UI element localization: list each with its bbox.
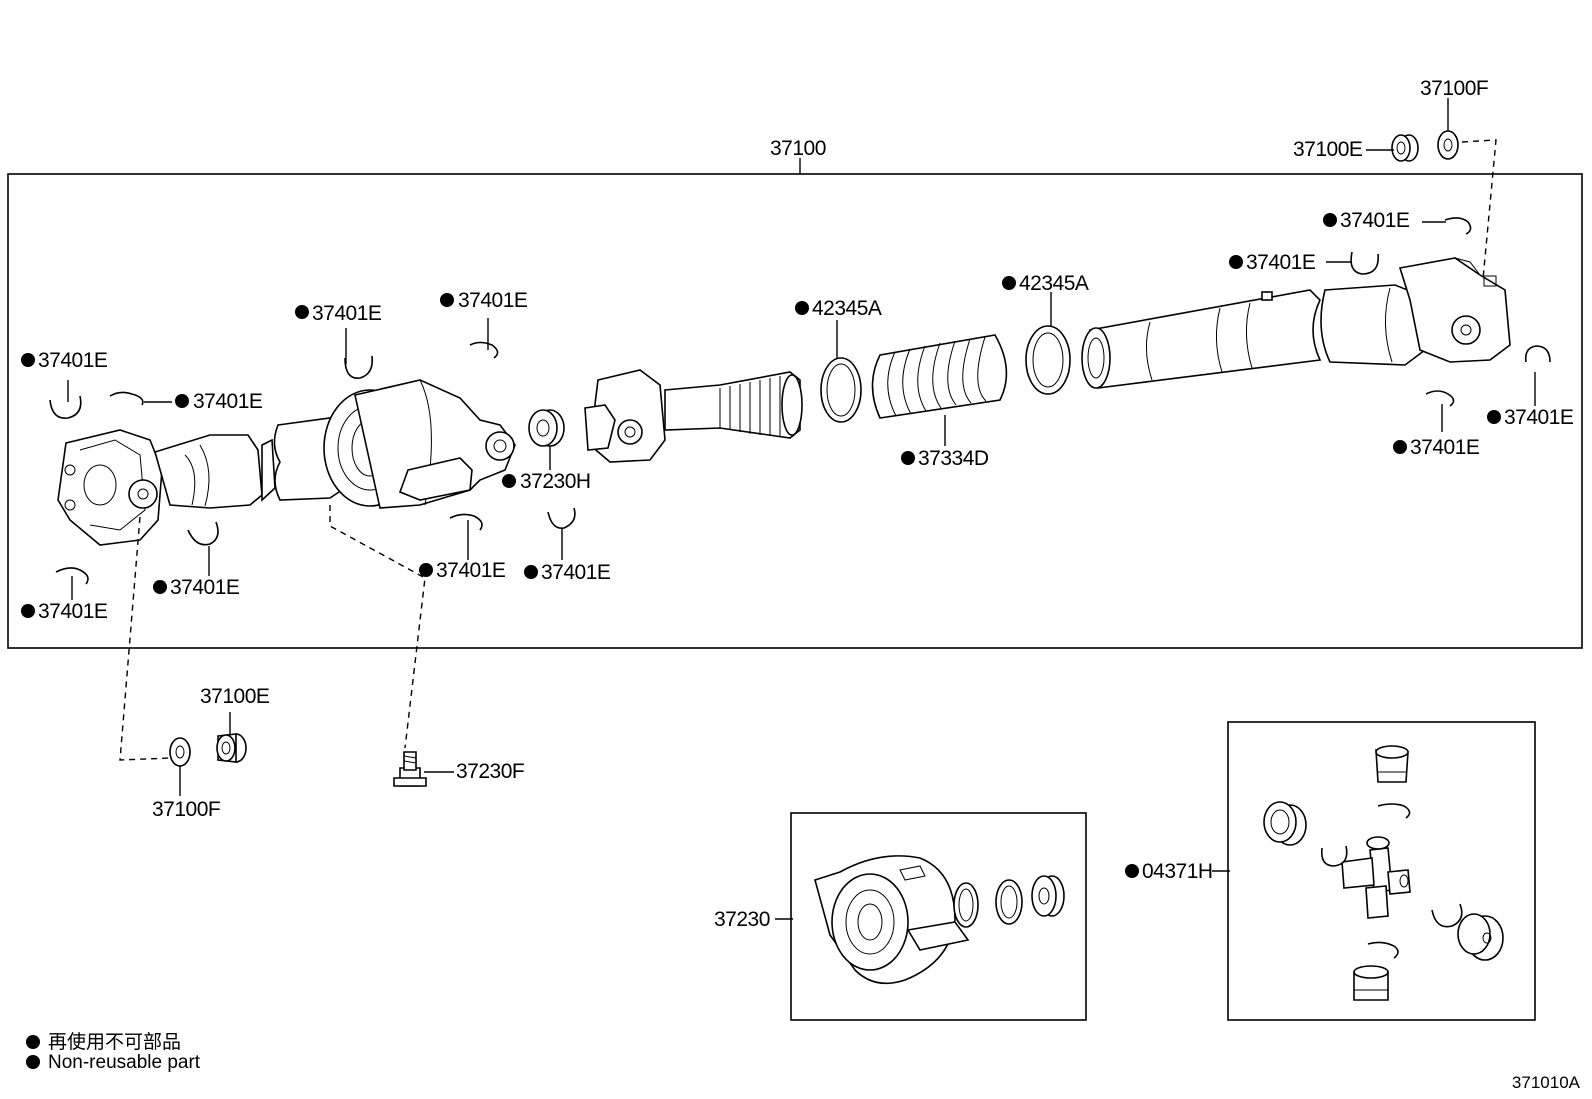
bearing-cup-icon [1457, 913, 1504, 961]
snap-ring-icon [109, 391, 144, 406]
washer-icon [169, 737, 191, 767]
bearing-cup-icon [1375, 745, 1409, 783]
snap-ring-icon [1444, 217, 1472, 235]
snap-ring-icon [1431, 903, 1463, 928]
label-washer-bottom: 37100F [152, 798, 220, 821]
label-snap-ring-9: 37401E [1340, 209, 1410, 232]
snap-ring-icon [1350, 251, 1379, 275]
snap-ring-icon [1377, 803, 1411, 819]
label-universal-joint: 04371H [1142, 860, 1213, 883]
label-snap-ring-8: 37401E [541, 561, 611, 584]
label-boot-clamp-right: 42345A [1019, 272, 1089, 295]
legend-japanese: 再使用不可部品 [26, 1027, 181, 1054]
label-boot-clamp-left: 42345A [812, 297, 882, 320]
legend-english-text: Non-reusable part [48, 1052, 201, 1073]
flange-nut-icon [1391, 134, 1419, 162]
non-reusable-bullet-icon [26, 1055, 40, 1069]
cushion-ring-icon [953, 882, 979, 928]
label-snap-ring-3: 37401E [170, 576, 240, 599]
snap-ring-icon [1524, 345, 1551, 363]
bearing-cup-icon [1263, 801, 1307, 846]
cushion-ring-icon [995, 879, 1023, 925]
label-snap-ring-6: 37401E [458, 289, 528, 312]
label-cushion: 37230H [520, 470, 591, 493]
boot-clamp-icon [1025, 325, 1071, 395]
cushion-icon [528, 409, 565, 447]
rear-flange-yoke-icon [1320, 257, 1511, 366]
label-center-bearing: 37230 [714, 908, 770, 931]
label-boot: 37334D [918, 447, 989, 470]
snap-ring-icon [49, 395, 82, 419]
front-flange-yoke-icon [57, 429, 276, 546]
boot-clamp-icon [820, 357, 862, 423]
washer-icon [1437, 130, 1459, 160]
legend-english: Non-reusable part [26, 1052, 200, 1074]
bolt-icon [393, 751, 427, 787]
snap-ring-icon [547, 507, 576, 529]
label-assembly: 37100 [770, 137, 826, 160]
boot-icon [871, 334, 1008, 419]
snap-ring-icon [449, 513, 483, 531]
label-washer-top: 37100F [1420, 77, 1488, 100]
cushion-icon [1031, 875, 1065, 917]
document-code: 371010A [1511, 1073, 1580, 1092]
snap-ring-icon [344, 355, 374, 379]
snap-ring-icon [469, 341, 499, 359]
center-bearing-detail-box [790, 812, 1087, 1021]
assembly-frame [7, 173, 1583, 649]
label-snap-ring-1: 37401E [38, 349, 108, 372]
label-snap-ring-4: 37401E [38, 600, 108, 623]
non-reusable-bullet-icon [26, 1035, 40, 1049]
label-snap-ring-10: 37401E [1246, 251, 1316, 274]
snap-ring-icon [55, 567, 89, 585]
label-snap-ring-12: 37401E [1410, 436, 1480, 459]
center-bearing-icon [814, 855, 970, 985]
snap-ring-icon [1367, 941, 1399, 959]
rear-tube-icon [1081, 289, 1322, 389]
flange-nut-icon [216, 733, 247, 763]
label-snap-ring-2: 37401E [193, 390, 263, 413]
label-snap-ring-5: 37401E [312, 302, 382, 325]
label-bolt: 37230F [456, 760, 524, 783]
snap-ring-icon [1320, 845, 1348, 867]
snap-ring-icon [187, 521, 219, 546]
label-flange-nut-top: 37100E [1293, 138, 1363, 161]
label-snap-ring-7: 37401E [436, 559, 506, 582]
snap-ring-icon [1425, 390, 1455, 407]
slip-yoke-icon [584, 369, 803, 463]
bearing-cup-icon [1353, 965, 1389, 1001]
universal-joint-cross-icon [1341, 836, 1411, 919]
center-bearing-assembled-icon [323, 379, 516, 509]
label-flange-nut-bottom: 37100E [200, 685, 270, 708]
legend-japanese-text: 再使用不可部品 [48, 1031, 182, 1053]
label-snap-ring-11: 37401E [1504, 406, 1574, 429]
